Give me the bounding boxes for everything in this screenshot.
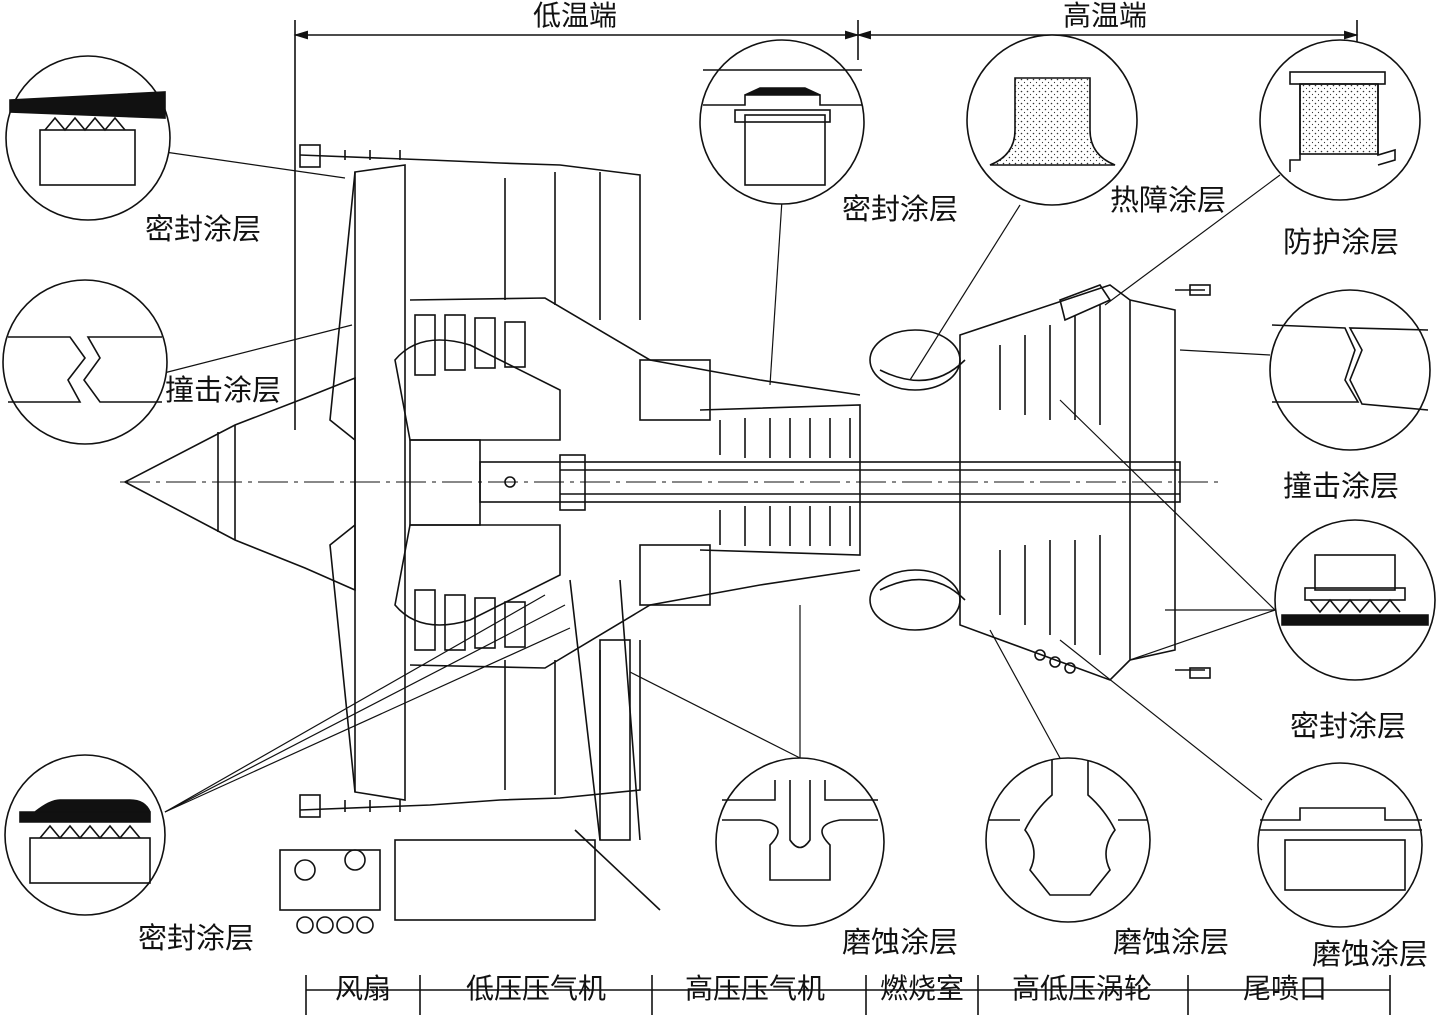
- callout-protective: 防护涂层: [1283, 225, 1400, 259]
- callout-abradable-3: 磨蚀涂层: [1312, 937, 1429, 971]
- section-combustor-label: 燃烧室: [879, 972, 965, 1005]
- callout-seal-bottom-left: 密封涂层: [138, 921, 255, 955]
- abradable-coating-detail-icon: [715, 757, 885, 927]
- seal-coating-detail-icon: [699, 39, 865, 205]
- abradable-coating-detail-icon: [985, 757, 1151, 923]
- section-dimension-line: [305, 975, 1391, 1015]
- seal-coating-detail-icon: [5, 55, 171, 221]
- seal-coating-detail-icon: [1274, 519, 1436, 681]
- callout-impact-right: 撞击涂层: [1283, 469, 1400, 503]
- section-fan-label: 风扇: [334, 972, 392, 1005]
- callout-seal-top-mid: 密封涂层: [842, 192, 959, 226]
- protective-coating-detail-icon: [1259, 39, 1421, 201]
- callout-thermal-barrier: 热障涂层: [1110, 183, 1227, 217]
- region-dimension-line: [293, 20, 1359, 430]
- callout-abradable-1: 磨蚀涂层: [842, 925, 959, 959]
- impact-coating-detail-icon: [2, 279, 168, 445]
- abradable-coating-detail-icon: [1257, 762, 1423, 928]
- seal-coating-detail-icon: [4, 754, 166, 916]
- callout-seal-right: 密封涂层: [1290, 709, 1407, 743]
- callout-seal-top-left: 密封涂层: [145, 212, 262, 246]
- cold-end-label: 低温端: [532, 0, 618, 32]
- callout-impact-left: 撞击涂层: [165, 373, 282, 407]
- impact-coating-detail-icon: [1269, 289, 1431, 451]
- section-lpc-label: 低压压气机: [465, 972, 607, 1005]
- section-nozzle-label: 尾喷口: [1242, 972, 1328, 1005]
- leader-lines: [159, 151, 1281, 813]
- callout-abradable-2: 磨蚀涂层: [1113, 925, 1230, 959]
- hot-end-label: 高温端: [1062, 0, 1148, 32]
- engine-cross-section-icon: [120, 144, 1220, 934]
- thermal-barrier-detail-icon: [966, 34, 1138, 206]
- section-hpc-label: 高压压气机: [684, 972, 826, 1005]
- section-turbine-label: 高低压涡轮: [1011, 972, 1153, 1005]
